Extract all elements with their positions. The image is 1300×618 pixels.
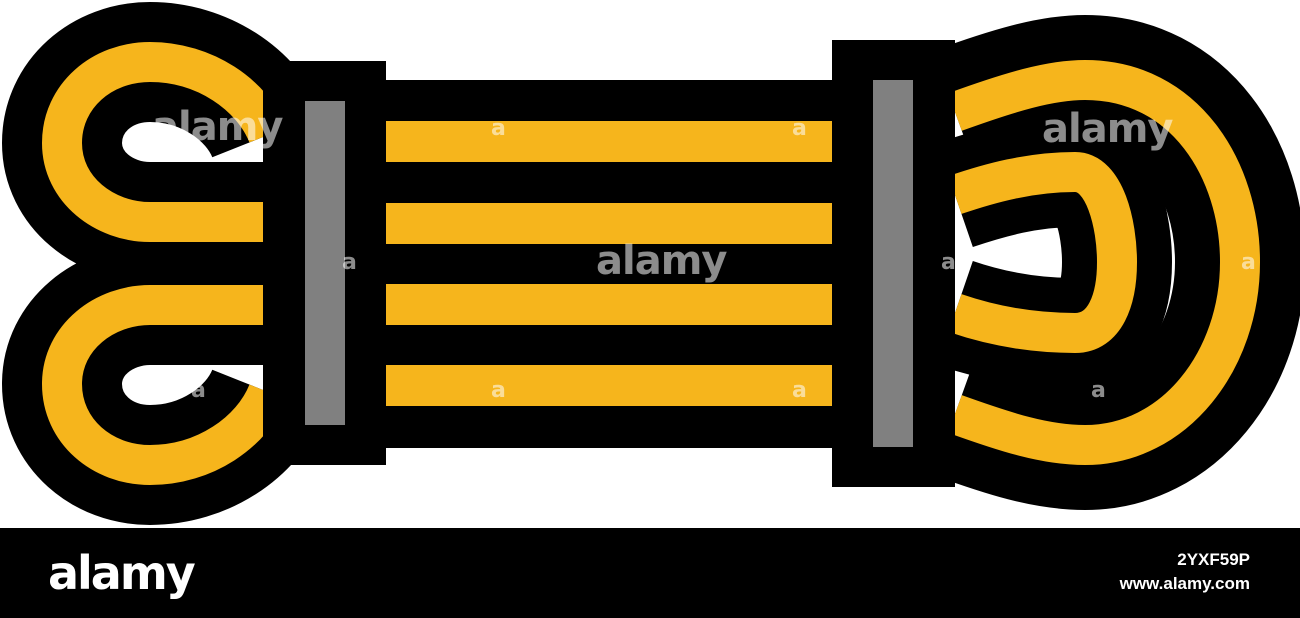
rope-strand-3 (386, 284, 832, 325)
rope-strand-2 (386, 203, 832, 244)
rope-strand-1 (386, 121, 832, 162)
rope-coil-icon (2, 2, 1300, 525)
right-inner-loop (948, 152, 1137, 353)
left-band (305, 101, 345, 425)
right-band (873, 80, 913, 447)
left-top-loop (42, 42, 287, 242)
rope-strand-4 (386, 365, 832, 406)
footer-bar: alamy 2YXF59P www.alamy.com (0, 528, 1300, 618)
brand-logo: alamy (48, 546, 196, 600)
site-url: www.alamy.com (1119, 574, 1250, 593)
left-bottom-loop (42, 285, 287, 485)
image-id: 2YXF59P (1177, 550, 1250, 569)
right-outer-coil (948, 60, 1260, 465)
